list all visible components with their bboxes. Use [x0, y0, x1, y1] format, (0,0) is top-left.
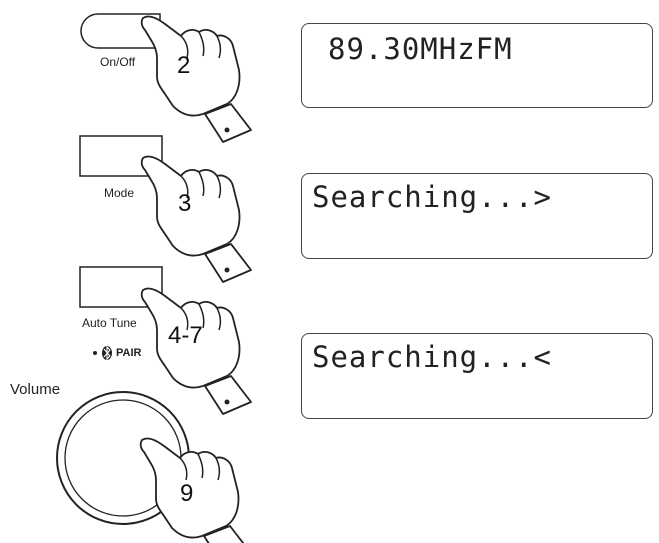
lcd-display: Searching...>	[301, 173, 653, 259]
volume-label: Volume	[10, 381, 61, 398]
step-number: 9	[180, 480, 194, 507]
lcd-text: Searching...<	[312, 340, 552, 374]
pointing-hand-icon	[139, 437, 251, 543]
lcd-text: Searching...>	[312, 180, 552, 214]
lcd-text: 89.30MHzFM	[328, 32, 513, 66]
step-number: 2	[177, 52, 191, 79]
auto-tune-label: Auto Tune	[82, 316, 137, 330]
pointing-hand-icon	[140, 15, 252, 143]
pair-label: PAIR	[116, 347, 142, 359]
pointing-hand-icon	[140, 155, 252, 283]
lcd-display: 89.30MHzFM	[301, 23, 653, 108]
on-off-label: On/Off	[100, 55, 136, 69]
on-off-button	[80, 13, 161, 49]
step-number: 4-7	[168, 322, 203, 349]
step-number: 3	[178, 190, 192, 217]
mode-label: Mode	[104, 186, 135, 200]
pointing-hand-icon	[140, 287, 252, 415]
lcd-display: Searching...<	[301, 333, 653, 419]
bluetooth-icon	[93, 345, 112, 361]
